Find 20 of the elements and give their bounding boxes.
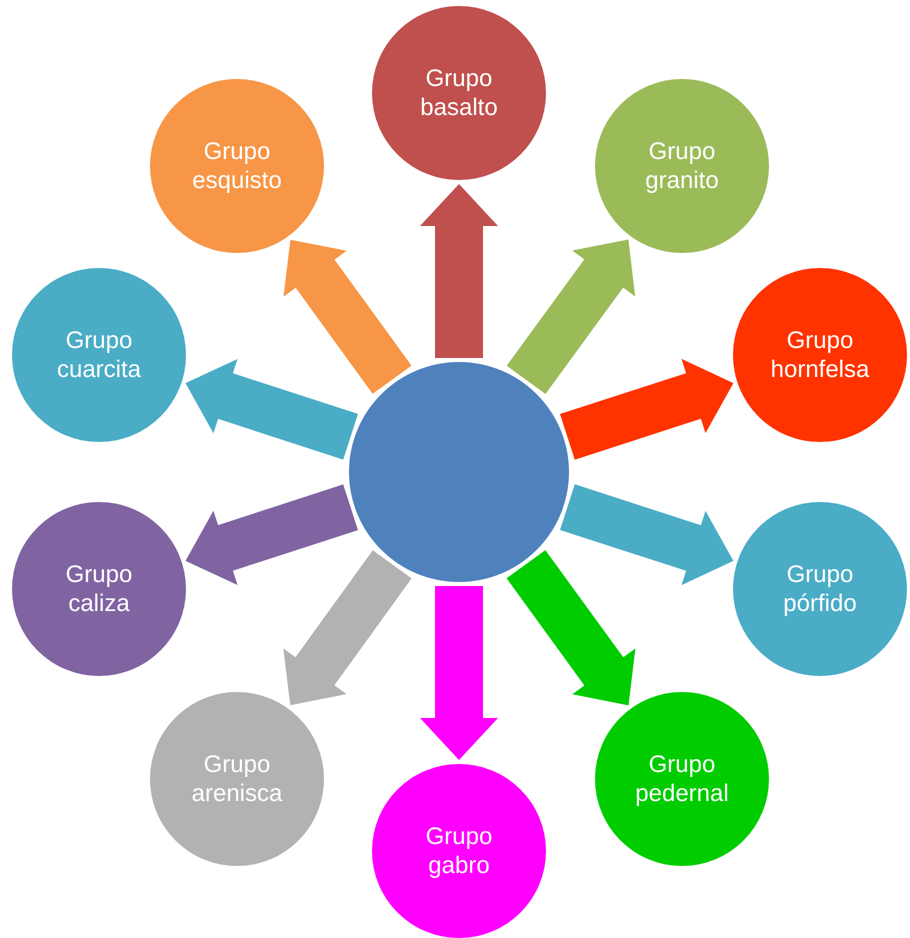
node-label: Grupo basalto: [419, 64, 499, 122]
block-arrow: [506, 550, 636, 706]
block-arrow: [560, 358, 734, 460]
node-label: Grupo pedernal: [634, 750, 730, 808]
block-arrow: [186, 359, 358, 460]
node-label: Grupo esquisto: [191, 137, 283, 195]
block-arrow: [420, 586, 498, 760]
block-arrow: [560, 484, 734, 586]
node-label: Grupo granito: [644, 137, 720, 195]
block-arrow: [284, 240, 412, 394]
block-arrow: [283, 550, 412, 706]
block-arrow: [506, 240, 636, 394]
node-label: Grupo gabro: [424, 822, 494, 880]
block-arrow: [420, 184, 498, 358]
node-label: Grupo cuarcita: [56, 326, 142, 384]
node-label: Grupo pórfido: [782, 560, 858, 618]
node-label: Grupo hornfelsa: [770, 326, 870, 384]
node-label: Grupo arenisca: [190, 750, 284, 808]
block-arrow: [186, 484, 358, 585]
node-label: Grupo caliza: [64, 560, 134, 618]
